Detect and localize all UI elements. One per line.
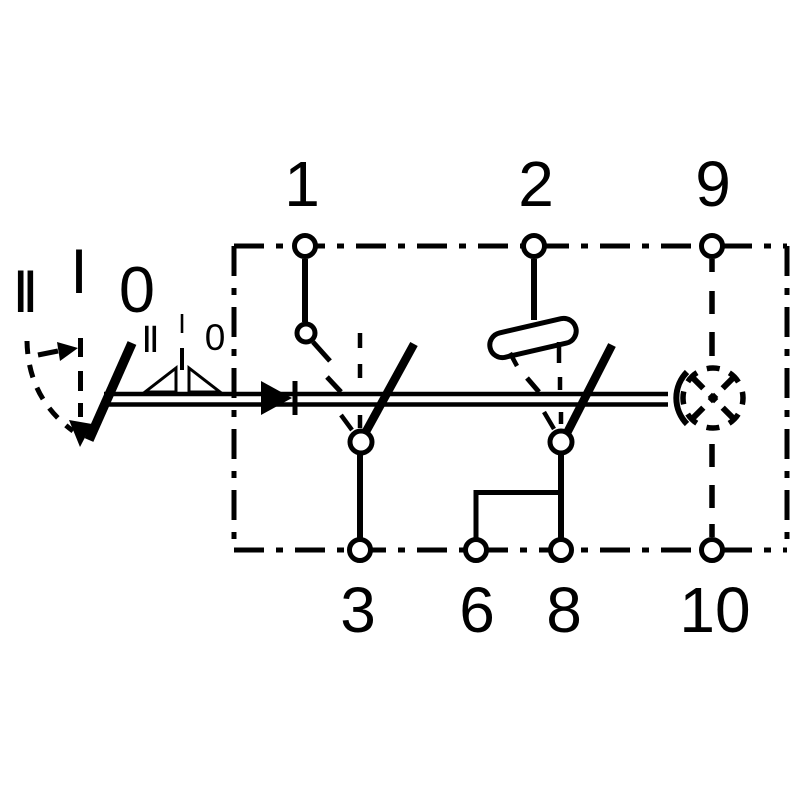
actuator-rod-2-dashed	[557, 377, 564, 424]
contact-module-3	[339, 333, 418, 538]
down-arrow-icon	[69, 420, 92, 447]
terminal-6-8-link	[473, 490, 561, 538]
position-label-II-small: II	[141, 319, 157, 361]
contact-8-fork-prong	[542, 410, 556, 431]
terminal-port-6	[463, 537, 489, 563]
terminal-2-branch	[487, 259, 579, 368]
contact-module-8	[525, 343, 616, 538]
detent-triangle-left	[140, 364, 178, 394]
swing-arc	[24, 340, 75, 434]
contact-8-tick	[525, 376, 541, 394]
terminal-label-9: 9	[695, 148, 731, 220]
terminal-label-1: 1	[284, 148, 320, 220]
position-labels-small: II I 0	[141, 308, 225, 361]
terminal-label-2: 2	[518, 148, 554, 220]
terminal-port-9	[699, 233, 725, 259]
contact-pivot-3	[347, 428, 375, 456]
rocker-bridge-outline	[487, 315, 579, 361]
actuator-lever	[84, 341, 137, 442]
terminal-labels: 1 2 9 3 6 8 10	[284, 148, 750, 646]
position-label-0-large: 0	[119, 253, 155, 326]
contact-blade-1	[359, 341, 418, 440]
actuator-mechanism	[24, 338, 137, 447]
terminal-label-10: 10	[679, 574, 750, 646]
bridge-foot-left	[508, 351, 519, 368]
lamp-icon	[673, 365, 746, 431]
terminal-port-1	[292, 233, 318, 259]
contact-pivot-8	[547, 428, 575, 456]
contact-1-stub	[311, 340, 332, 363]
switch-boundary	[231, 243, 790, 553]
terminal-ports	[292, 233, 725, 563]
terminal-1-branch	[294, 259, 343, 394]
lamp-branch	[673, 259, 746, 537]
terminal-port-10	[699, 537, 725, 563]
position-label-II-large: II	[12, 258, 34, 325]
shaft-arrow-icon	[261, 381, 292, 415]
contact-3-fork-prong	[339, 413, 354, 432]
terminal-label-6: 6	[459, 574, 495, 646]
position-label-0-small: 0	[205, 317, 226, 358]
shaft-end-bracket	[673, 369, 690, 427]
contact-pivot-1	[294, 321, 318, 345]
terminal-label-3: 3	[340, 574, 376, 646]
lamp-dashed-circle	[680, 365, 746, 431]
position-label-I-large: I	[70, 237, 88, 307]
swing-arrow-icon	[57, 342, 78, 361]
terminal-port-3	[347, 537, 373, 563]
lamp-cross-stroke-2	[689, 374, 737, 422]
detent-triangle-right	[187, 364, 225, 394]
terminal-label-8: 8	[546, 574, 582, 646]
swing-arrow-shaft	[37, 348, 59, 358]
contact-1-tick	[325, 375, 343, 394]
rocker-bridge-contact	[487, 315, 579, 361]
contact-blade-2	[563, 343, 616, 435]
position-label-I-small: I	[178, 308, 186, 339]
position-labels-large: II I 0	[12, 237, 155, 326]
terminal-port-8	[548, 537, 574, 563]
terminal-port-2	[521, 233, 547, 259]
